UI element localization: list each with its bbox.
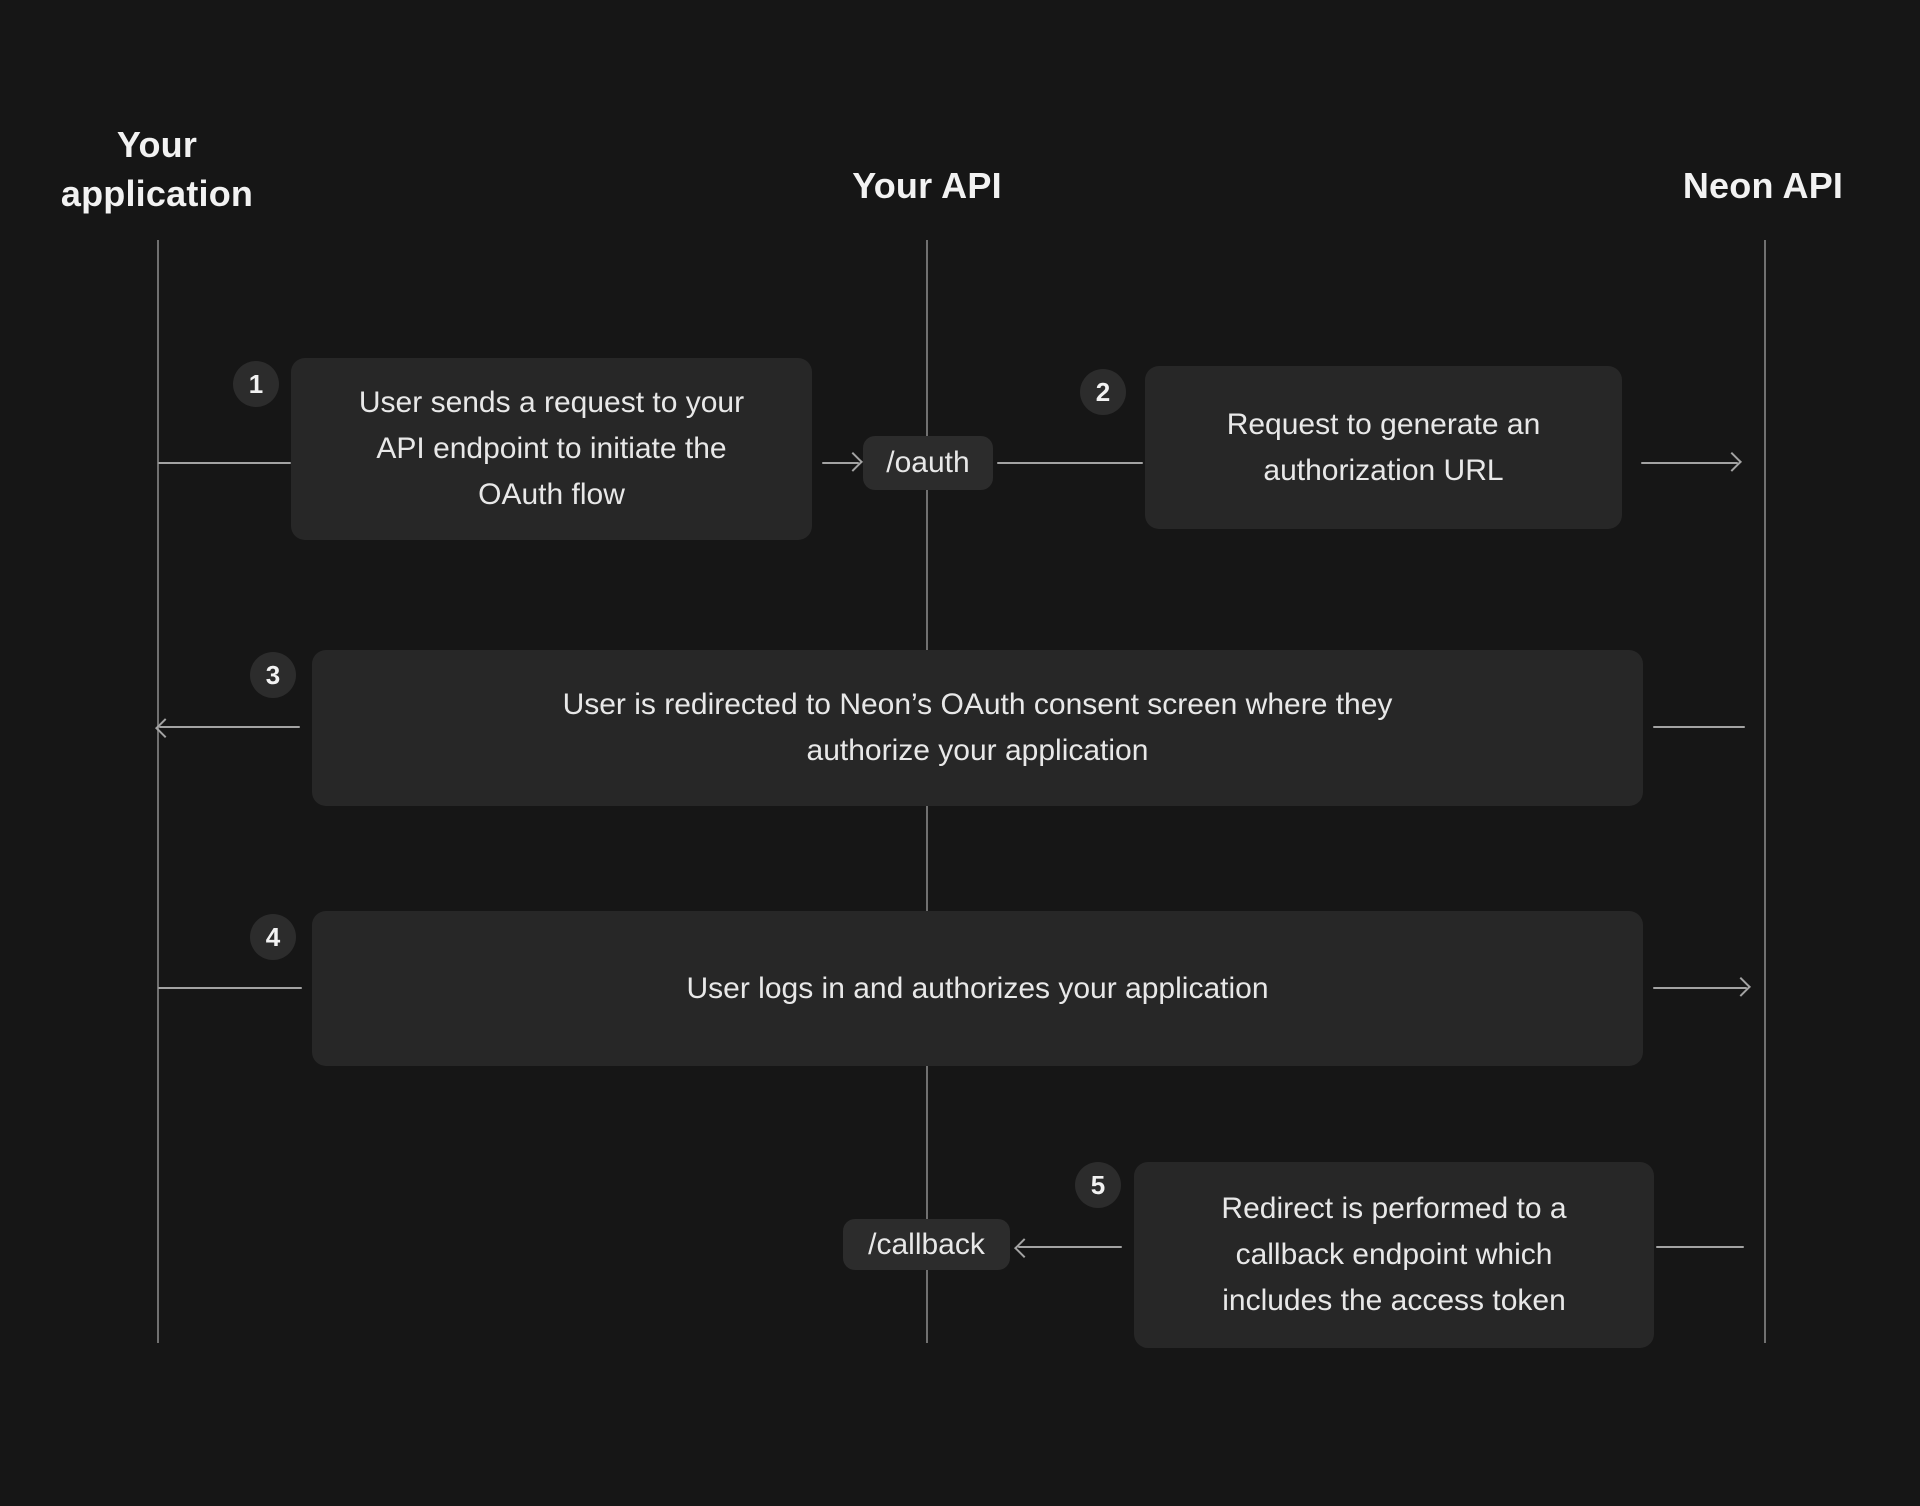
step-1-box: User sends a request to your API endpoin… (291, 358, 812, 540)
step-5-text: Redirect is performed to a callback endp… (1221, 1192, 1567, 1317)
step-4-text: User logs in and authorizes your applica… (686, 971, 1269, 1005)
step-5-badge: 5 (1075, 1162, 1121, 1208)
message-arrow-step4-to-neon-api (1653, 987, 1747, 989)
callback-endpoint-label: /callback (868, 1227, 985, 1261)
step-4-box: User logs in and authorizes your applica… (312, 911, 1643, 1066)
step-1-text: User sends a request to your API endpoin… (358, 386, 745, 511)
lifeline-your-application (157, 240, 159, 1343)
message-arrow-step5-to-callback (1018, 1246, 1122, 1248)
step-3-box: User is redirected to Neon’s OAuth conse… (312, 650, 1643, 806)
message-arrow-step1-to-oauth (822, 462, 859, 464)
step-2-box: Request to generate an authorization URL (1145, 366, 1622, 529)
actor-heading-your-api: Your API (852, 165, 1002, 206)
message-line-oauth-to-step2 (997, 462, 1143, 464)
message-arrow-step2-to-neon-api (1641, 462, 1738, 464)
step-3-text: User is redirected to Neon’s OAuth conse… (562, 688, 1393, 767)
actor-heading-your-application: Your application (60, 124, 254, 214)
message-line-neon-api-to-step3 (1653, 726, 1745, 728)
step-1-badge: 1 (233, 361, 279, 407)
step-3-badge: 3 (250, 652, 296, 698)
endpoint-pill-callback: /callback (843, 1219, 1010, 1270)
message-line-app-to-step1 (158, 462, 291, 464)
message-arrow-step3-to-app (159, 726, 300, 728)
message-line-app-to-step4 (158, 987, 302, 989)
step-4-badge: 4 (250, 914, 296, 960)
step-5-box: Redirect is performed to a callback endp… (1134, 1162, 1654, 1348)
lifeline-neon-api (1764, 240, 1766, 1343)
oauth-endpoint-label: /oauth (886, 446, 970, 479)
step-2-badge: 2 (1080, 369, 1126, 415)
actor-heading-neon-api: Neon API (1682, 165, 1844, 206)
message-line-neon-api-to-step5 (1656, 1246, 1744, 1248)
endpoint-pill-oauth: /oauth (863, 436, 993, 490)
step-2-text: Request to generate an authorization URL (1226, 407, 1541, 487)
